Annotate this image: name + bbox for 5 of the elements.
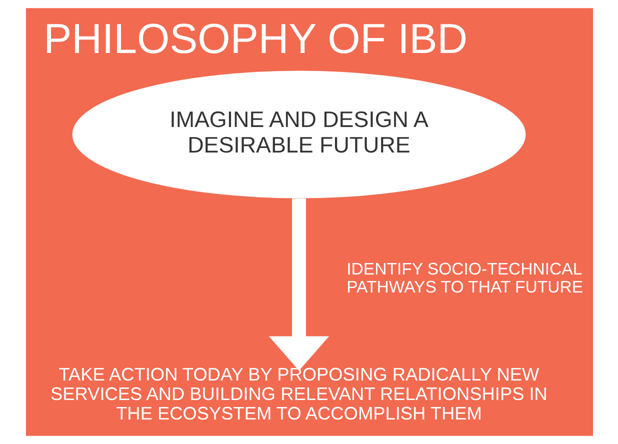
node-ellipse: IMAGINE AND DESIGN A DESIRABLE FUTURE xyxy=(72,70,526,198)
edge-label: IDENTIFY SOCIO-TECHNICAL PATHWAYS TO THAT FUTURE xyxy=(346,259,583,296)
node-text: TAKE ACTION TODAY BY PROPOSING RADICALLY NEW SERVICES AND BUILDING RELEVANT RELATIONSHIPS IN THE ECOSYSTEM TO ACCOMPLISH THEM xyxy=(50,364,547,424)
diagram-title: PHILOSOPHY OF IBD xyxy=(43,14,468,62)
arrow xyxy=(268,198,329,371)
